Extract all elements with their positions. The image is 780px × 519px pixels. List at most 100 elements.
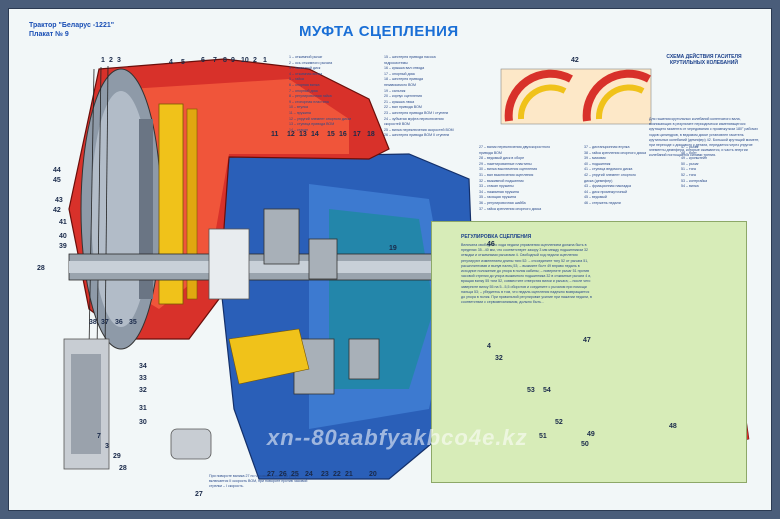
legend-item: 24 – зубчатая муфта переключения	[384, 116, 444, 121]
part-number-label: 19	[389, 245, 397, 252]
legend-item: 49 – кронштейн	[681, 156, 708, 161]
legend-item: 43 – фрикционная накладка	[584, 184, 631, 189]
legend-item: 13 – ступица привода ВОМ	[289, 122, 335, 127]
legend-item: 30 – вилка выключения сцепления	[479, 167, 538, 172]
legend-item: 19 – сальник	[384, 88, 406, 93]
part-number-label: 45	[53, 177, 61, 184]
legend-item: 46 – стержень педали	[584, 200, 621, 205]
legend-item: 2 – ось отжимного рычага	[289, 60, 333, 65]
part-number-label: 50	[581, 441, 589, 448]
legend-item: 3 – нажимной диск	[289, 66, 321, 71]
poster: Трактор "Беларус -1221" Плакат № 9 МУФТА…	[8, 8, 772, 511]
legend-item: диска (демпфер)	[584, 178, 613, 183]
part-number-label: 54	[543, 387, 551, 394]
part-number-label: 10	[241, 57, 249, 64]
part-number-label: 30	[139, 419, 147, 426]
legend-item: 48 – болт	[681, 150, 697, 155]
legend-item: 16 – крышка вал отвода	[384, 66, 425, 71]
part-number-label: 24	[305, 471, 313, 478]
part-number-label: 28	[119, 465, 127, 472]
legend-item: 40 – подшипник	[584, 161, 611, 166]
part-number-label: 27	[195, 491, 203, 498]
part-number-label: 3	[117, 57, 121, 64]
part-number-label: 18	[367, 131, 375, 138]
legend-item: 20 – корпус сцепления	[384, 94, 422, 99]
part-number-label: 7	[97, 433, 101, 440]
legend-item: 28 – ведомый диск в сборе	[479, 156, 525, 161]
legend-item: 21 – крышка люка	[384, 99, 415, 104]
part-number-label: 53	[527, 387, 535, 394]
part-number-label: 4	[169, 59, 173, 66]
legend-item: 31 – вал выключения сцепления	[479, 172, 534, 177]
legend-item: 53 – контргайка	[681, 178, 708, 183]
part-number-label: 5	[181, 59, 185, 66]
part-number-label: 2	[253, 57, 257, 64]
legend-item: 9 – стопорная пластина	[289, 99, 329, 104]
part-number-label: 13	[299, 131, 307, 138]
part-number-label: 47	[583, 337, 591, 344]
legend-item: 10 – втулка	[289, 105, 308, 110]
legend-item: 7 – опорный диск	[289, 88, 318, 93]
legend-item: 33 – стакан пружины	[479, 184, 514, 189]
legend-item: 25 – вилка переключения скоростей ВОМ	[384, 127, 454, 132]
shaft-caption: При повороте валика 27 по часовой стрелк…	[209, 474, 308, 488]
legend-item: независимого ВОМ	[384, 82, 417, 87]
legend-item: 51 – тяга	[681, 167, 696, 172]
legend-item: 14 – стакан	[289, 127, 309, 132]
legend-item: скоростей ВОМ	[384, 122, 410, 127]
part-number-label: 6	[201, 57, 205, 64]
legend-item: 5 – гайка	[289, 77, 304, 82]
part-number-label: 33	[139, 375, 147, 382]
part-number-label: 49	[587, 431, 595, 438]
part-number-label: 7	[213, 57, 217, 64]
legend-item: 45 – ведомый	[584, 195, 607, 200]
legend-item: 8 – регулировочная гайка	[289, 94, 332, 99]
part-number-label: 11	[271, 131, 279, 138]
legend-item: 41 – ступица ведомого диска	[584, 167, 633, 172]
part-number-label: 37	[101, 319, 109, 326]
legend-item: 37 – дистанционная втулка	[584, 145, 630, 149]
part-number-label: 38	[89, 319, 97, 326]
legend-item: 39 – маховик	[584, 156, 606, 161]
plate-number: Плакат № 9	[29, 31, 69, 38]
part-number-label: 4	[487, 343, 491, 350]
tractor-name: Трактор "Беларус -1221"	[29, 22, 115, 29]
part-number-label: 32	[139, 387, 147, 394]
part-number-label: 39	[59, 243, 67, 250]
legend-item: 54 – вилка	[681, 184, 699, 189]
legend-item: 27 – валик переключения двухскоростного	[479, 145, 551, 149]
panel-title: РЕГУЛИРОВКА СЦЕПЛЕНИЯ	[461, 234, 532, 240]
legend-item: 37 – гайка крепления опорного диска	[479, 206, 542, 211]
part-number-label: 34	[139, 363, 147, 370]
part-number-label: 2	[109, 57, 113, 64]
legend-item: 23 – шестерня привода ВОМ I ступени	[384, 110, 449, 115]
legend-item: 11 – пружина	[289, 110, 311, 115]
part-number-label: 29	[113, 453, 121, 460]
legend-item: 36 – регулировочная шайба	[479, 200, 526, 205]
legend-item: 18 – шестерня привода	[384, 77, 424, 82]
part-number-label: 28	[37, 265, 45, 272]
legend-item: 42 – упругий элемент опорного	[584, 172, 636, 177]
part-number-label: 12	[287, 131, 295, 138]
legend-item: 22 – вал привода ВОМ	[384, 105, 422, 110]
legend-item: 47 – рычаг	[681, 145, 699, 149]
watermark: xn--80aabfyakbco4e.kz	[267, 425, 528, 450]
part-number-label: 43	[55, 197, 63, 204]
part-number-label: 16	[339, 131, 347, 138]
legend-item: 38 – гайка крепления опорного диска	[584, 150, 647, 155]
legend-item: 35 – гасящая пружина	[479, 195, 517, 200]
legend-item: 26 – шестерня привода ВОМ II ступени	[384, 133, 450, 138]
legend-item: 17 – опорный диск	[384, 71, 415, 76]
part-number-label: 48	[669, 423, 677, 430]
legend-item: 50 – рычаг	[681, 161, 699, 166]
part-number-label: 46	[487, 241, 495, 248]
legend-item: 29 – пакетированные пластины	[479, 161, 532, 166]
part-number-label: 25	[291, 471, 299, 478]
damper-schema-text: Для гашения крутильных колебаний коленча…	[649, 117, 759, 158]
damper-schema-title: СХЕМА ДЕЙСТВИЯ ГАСИТЕЛЯ КРУТИЛЬНЫХ КОЛЕБ…	[666, 54, 742, 66]
panel-text: Величина свободного хода педали управлен…	[461, 243, 592, 305]
legend-item: привода ВОМ	[479, 150, 502, 155]
